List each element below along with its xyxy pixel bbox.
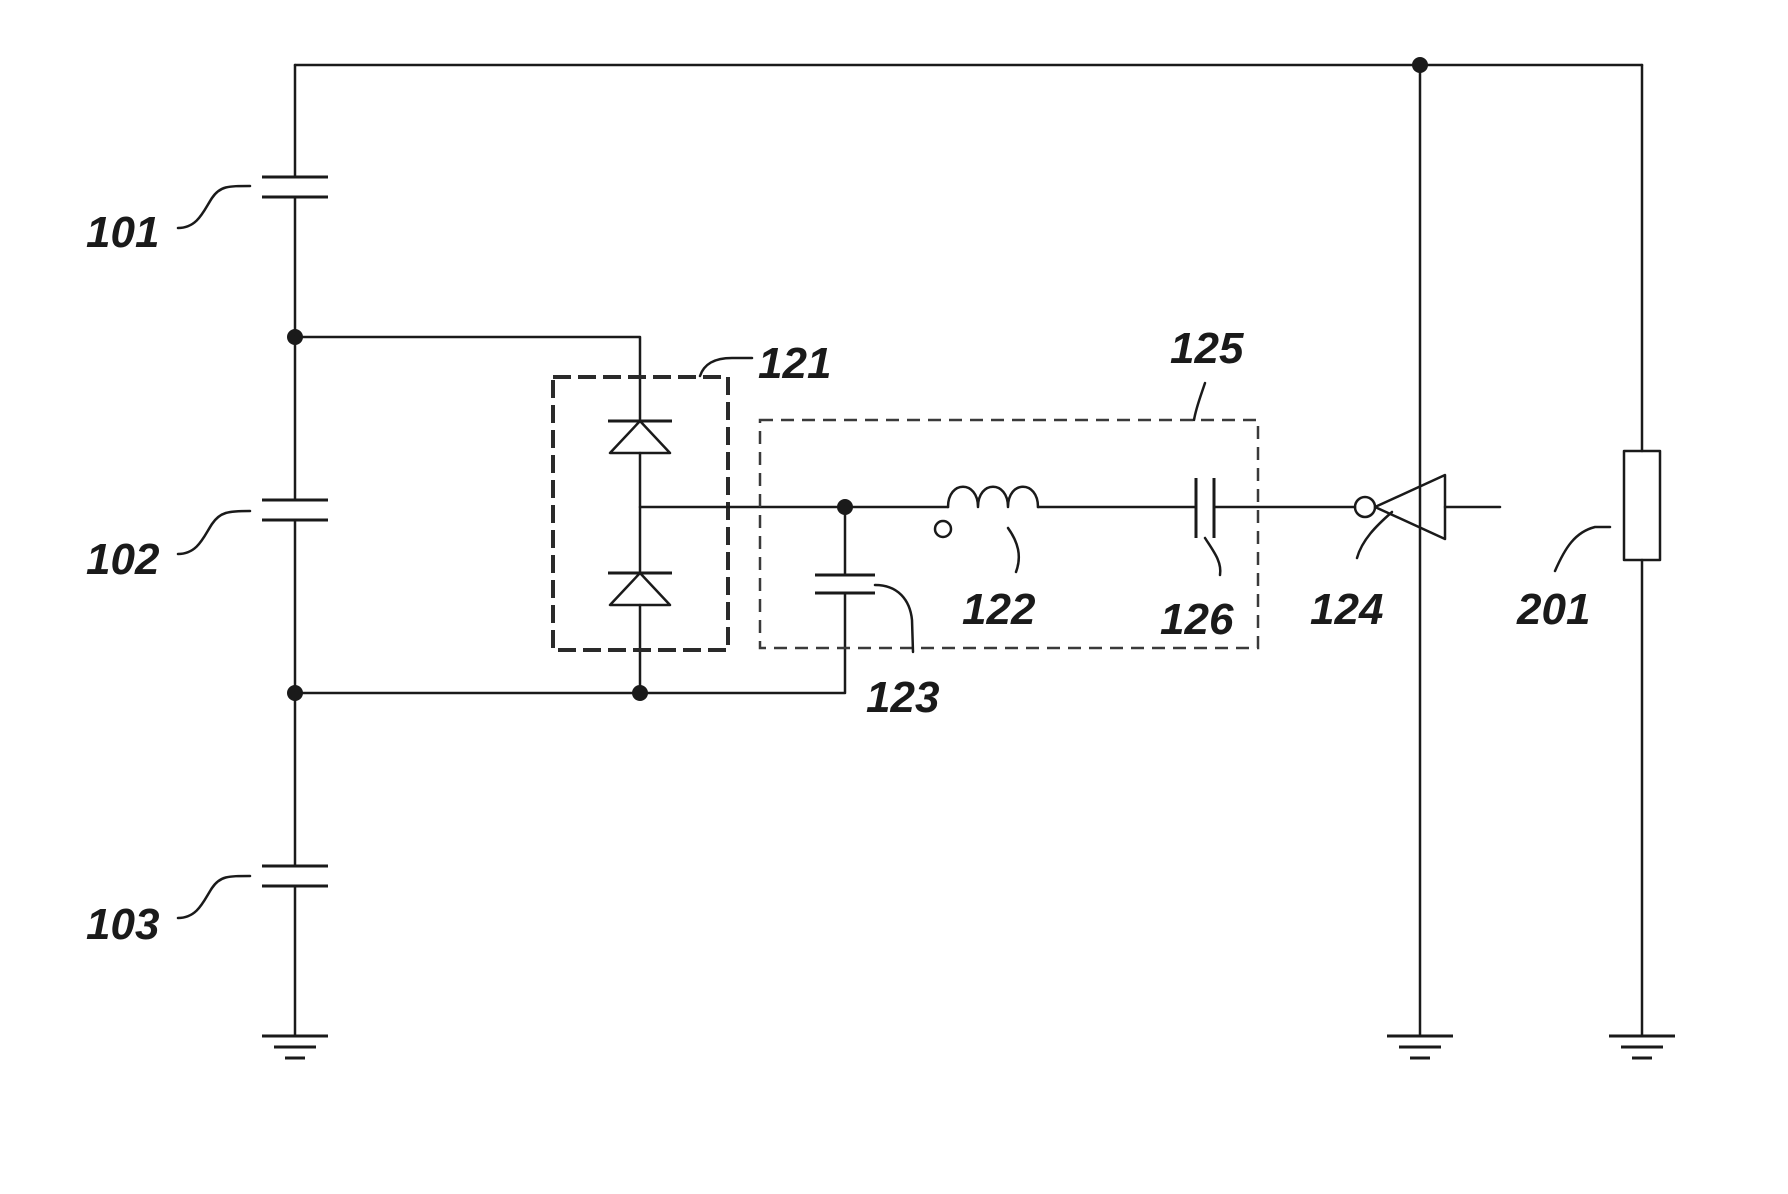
label-125: 125 [1170,324,1244,373]
ground-middle-icon [1387,1036,1453,1058]
label-103: 103 [86,900,159,949]
leader-121 [700,358,752,376]
label-122: 122 [962,585,1036,634]
leader-102 [178,511,250,554]
capacitor-101 [262,177,328,197]
label-201: 201 [1516,585,1590,634]
diode-upper-icon [608,421,672,453]
bottom-return-wire [295,593,845,693]
capacitor-102 [262,500,328,520]
leader-125 [1194,383,1205,420]
inverter-124-icon [1355,475,1500,539]
label-126: 126 [1160,595,1234,644]
label-101: 101 [86,208,159,257]
ground-left-icon [262,1036,328,1058]
capacitor-103 [262,866,328,886]
leader-123 [875,585,913,652]
resistor-201-icon [1624,451,1660,560]
label-124: 124 [1310,585,1383,634]
capacitor-123 [815,575,875,593]
leader-126 [1205,538,1220,575]
leader-103 [178,876,250,918]
capacitor-126 [1196,478,1214,538]
leader-201 [1555,527,1610,571]
label-102: 102 [86,535,160,584]
inductor-122-icon [935,487,1038,537]
diode-lower-icon [608,573,672,605]
label-123: 123 [866,673,939,722]
leader-124 [1357,512,1392,558]
leader-101 [178,186,250,228]
leader-122 [1008,528,1019,572]
ground-right-icon [1609,1036,1675,1058]
label-121: 121 [758,339,831,388]
